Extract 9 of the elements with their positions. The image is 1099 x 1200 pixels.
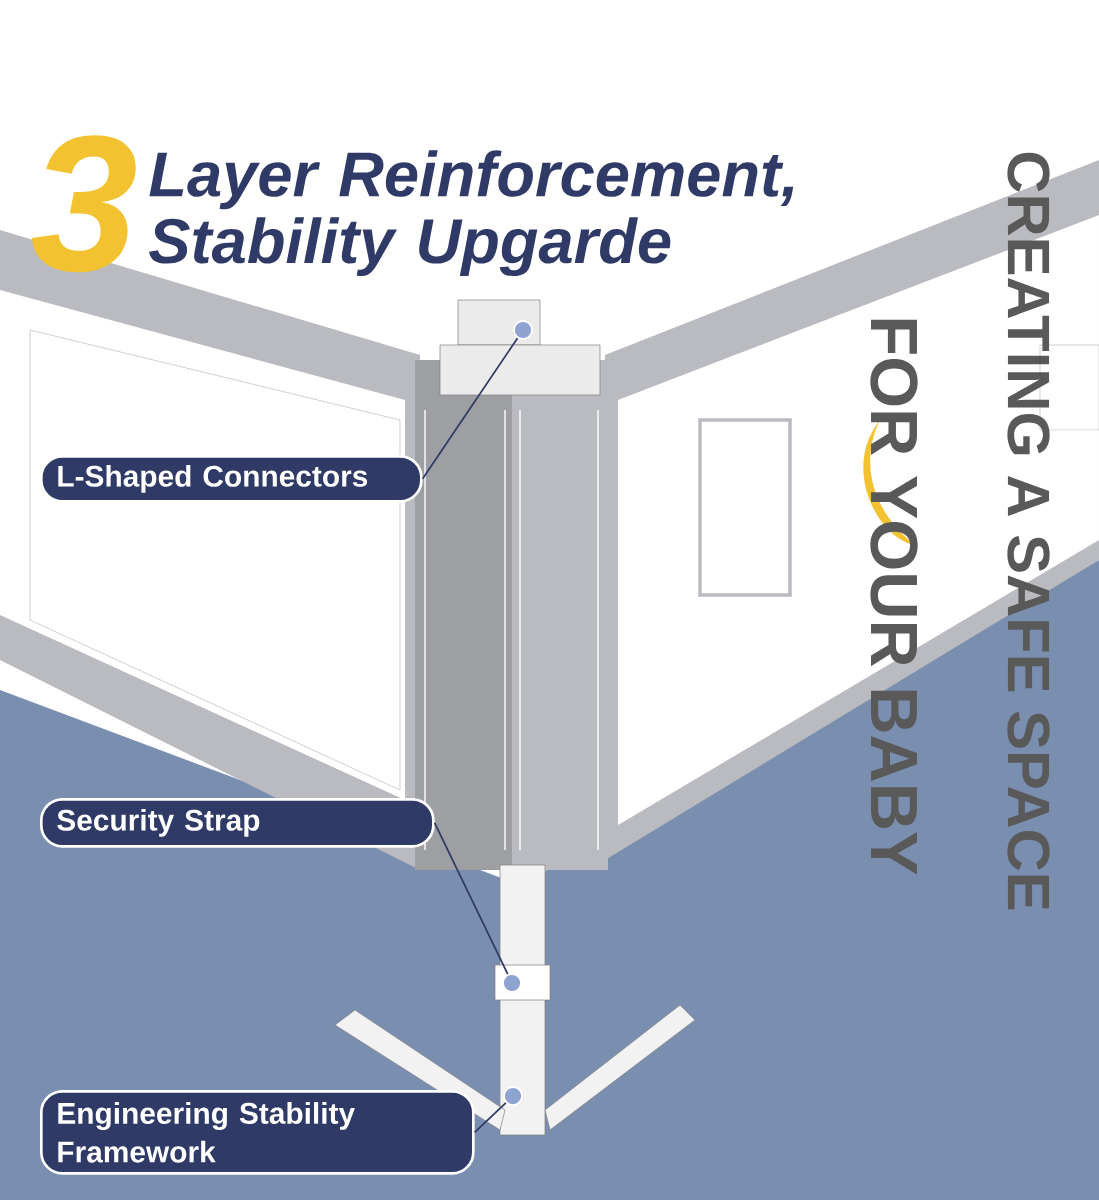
vertical-slogan: FOR YOUR BABY: [870, 319, 918, 875]
callout-label: Security Strap: [40, 798, 435, 848]
leader-line: [433, 821, 509, 975]
number: 3: [31, 135, 136, 273]
callout-label: Engineering Stability Framework: [40, 1090, 475, 1175]
callout-label: L-Shaped Connectors: [40, 455, 423, 503]
leader-line: [421, 337, 519, 480]
vertical-slogan: CREATING A SAFE SPACE: [1007, 152, 1050, 910]
heading: Layer Reinforcement, Stability Upgarde: [149, 150, 794, 277]
